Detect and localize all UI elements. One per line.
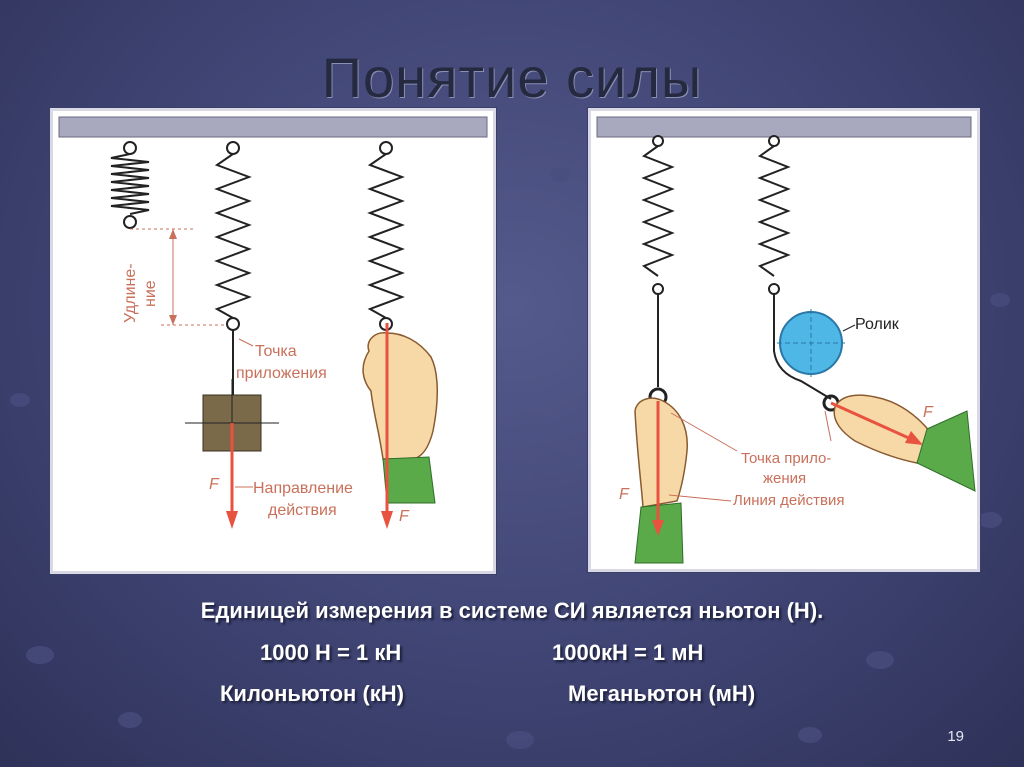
si-unit-sentence: Единицей измерения в системе СИ является… (200, 598, 824, 623)
kilonewton-equation: 1000 Н = 1 кН (260, 640, 402, 665)
force-label-left: F (619, 486, 630, 503)
force-label-right: F (923, 404, 934, 421)
spring-hand (367, 153, 405, 319)
slide-title: Понятие силы (321, 46, 703, 109)
page-number: 19 (947, 728, 964, 745)
direction-label: Направление (253, 480, 353, 497)
sleeve-shape (382, 456, 436, 504)
ceiling-bar (58, 116, 488, 138)
hand-icon (362, 332, 439, 460)
spring-stretched (214, 153, 252, 319)
spring-left-right-panel (641, 145, 675, 277)
application-point-label-right-2: жения (763, 470, 806, 487)
meganewton-label: Меганьютон (мН) (568, 681, 756, 706)
application-point-label: Точка (255, 343, 297, 360)
application-point-label-2: приложения (236, 365, 327, 382)
spring-compressed (110, 153, 150, 215)
application-point-label-right: Точка прило- (741, 450, 831, 467)
direction-label-2: действия (268, 502, 337, 519)
left-figure-panel: Удлине- ние Точка приложения F Направлен… (50, 108, 496, 574)
spring-weight-hand-diagram: Удлине- ние Точка приложения F Направлен… (58, 116, 488, 529)
hand-right-icon (833, 394, 932, 464)
roller-diagram: F Ролик F Точка прило- жения Линия дейст… (596, 116, 976, 564)
elongation-label-2: ние (142, 280, 159, 307)
meganewton-equation: 1000кН = 1 мН (552, 640, 704, 665)
spring-right-right-panel (757, 145, 791, 277)
force-label-hand: F (399, 508, 410, 525)
kilonewton-label: Килоньютон (кН) (220, 681, 405, 706)
roller-label: Ролик (855, 316, 900, 333)
right-figure-panel: F Ролик F Точка прило- жения Линия дейст… (588, 108, 980, 572)
sleeve-right (916, 410, 976, 492)
force-label-weight: F (209, 476, 220, 493)
hand-left-icon (634, 397, 688, 508)
elongation-label: Удлине- (122, 263, 139, 323)
line-of-action-label: Линия действия (733, 492, 845, 509)
ceiling-bar-right (596, 116, 972, 138)
